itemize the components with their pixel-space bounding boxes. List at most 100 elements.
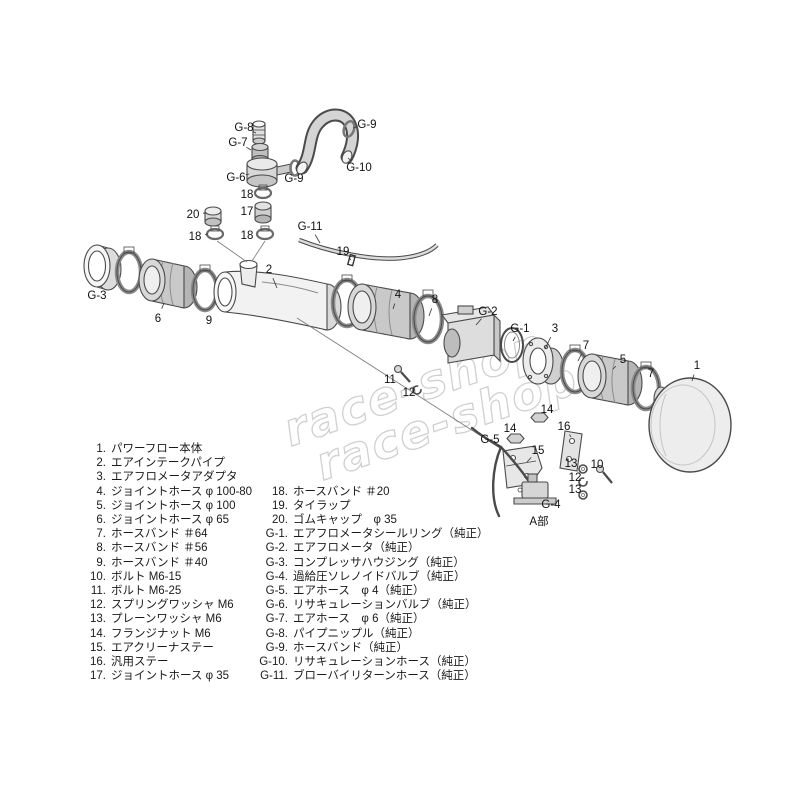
part-number: 4. — [96, 485, 106, 498]
part-name: フランジナット M6 — [111, 627, 211, 640]
leader-line — [349, 258, 352, 261]
leader-line — [245, 173, 250, 176]
callout-label: 18 — [189, 231, 202, 243]
part-12-spring-washer — [578, 477, 588, 487]
callout-label: 4 — [395, 289, 402, 301]
callout-leader-lines — [161, 126, 695, 463]
part-name: エアフロメータ（純正） — [293, 542, 420, 555]
part-1-power-flow-filter — [648, 377, 732, 473]
parts-list-row: 12. スプリングワッシャ M6 G-6. リサキュレーションバルブ（純正） — [80, 598, 489, 612]
part-number — [252, 456, 288, 470]
part-name: ホースバンド ＃64 — [111, 528, 208, 541]
callout-label: 1 — [694, 360, 700, 372]
part-17-joint-hose — [254, 201, 272, 224]
parts-list-row: 4. ジョイントホース φ 100-80 18. ホースバンド ＃20 — [80, 485, 489, 499]
leader-line — [577, 353, 582, 362]
part-name: コンプレッサハウジング（純正） — [293, 556, 465, 569]
part-11-bolt — [393, 364, 411, 383]
part-name: ジョイントホース φ 100-80 — [111, 485, 253, 498]
callout-label: G-7 — [228, 137, 247, 149]
part-number: 12. — [90, 599, 106, 612]
part-number: 14. — [90, 627, 106, 640]
parts-list-row: 7. ホースバンド ＃64 G-1. エアフロメータシールリング（純正） — [80, 527, 489, 541]
part-2-intake-pipe — [213, 259, 342, 331]
part-18-hose-band — [255, 225, 275, 241]
part-13-plain-washer — [578, 464, 588, 474]
part-5-joint-hose — [577, 353, 643, 406]
leader-line — [497, 444, 501, 448]
part-g8-pipe-nipple — [252, 120, 266, 145]
leader-line — [314, 234, 321, 244]
part-name: タイラップ — [293, 499, 351, 512]
part-name: プレーンワッシャ M6 — [111, 613, 222, 626]
leader-line — [246, 146, 252, 151]
part-g3-compressor-housing — [83, 244, 122, 291]
part-number: G-9. — [265, 641, 288, 654]
callout-label: 10 — [591, 459, 604, 471]
part-number: G-8. — [265, 627, 288, 640]
callout-label: 15 — [532, 445, 545, 457]
callout-label: 13 — [569, 484, 582, 496]
part-name: スプリングワッシャ M6 — [111, 599, 234, 612]
leader-line — [475, 318, 482, 326]
callout-label: 16 — [558, 421, 571, 433]
assembly-leader-lines — [216, 240, 507, 453]
part-number: 16. — [90, 656, 106, 669]
part-number: G-2. — [265, 542, 288, 555]
callout-label: 20 — [187, 209, 200, 221]
leader-line — [526, 457, 532, 463]
part-number: 3. — [96, 471, 106, 484]
part-number: 18. — [272, 485, 288, 498]
leader-line — [612, 365, 617, 370]
parts-list-row: 3. エアフロメータアダプタ — [80, 470, 489, 484]
parts-list-row: 8. ホースバンド ＃56 G-2. エアフロメータ（純正） — [80, 541, 489, 555]
callout-label: 7 — [648, 368, 654, 380]
part-name: エアフロメータアダプタ — [111, 471, 238, 484]
part-number: G-5. — [265, 585, 288, 598]
part-number: 6. — [96, 514, 106, 527]
part-name: ホースバンド ＃20 — [293, 485, 390, 498]
leader-line — [428, 308, 433, 317]
part-13-plain-washer — [578, 490, 588, 500]
part-name: パワーフロー本体 — [111, 443, 203, 455]
callout-label: 12 — [569, 472, 582, 484]
leader-line — [352, 126, 358, 129]
callout-label: 12 — [403, 387, 416, 399]
part-number: 8. — [96, 542, 106, 555]
part-number: 19. — [272, 499, 288, 512]
part-number: 11. — [90, 585, 106, 598]
part-name: エアホース φ 6（純正） — [293, 613, 425, 626]
leader-line — [272, 278, 278, 289]
part-name: ボルト M6-25 — [111, 585, 182, 598]
leader-line — [392, 303, 396, 310]
part-number: 7. — [96, 528, 106, 541]
callout-label: G-9 — [284, 173, 303, 185]
callout-label: 14 — [541, 404, 554, 416]
callout-label: 11 — [384, 374, 396, 386]
part-number: G-6. — [265, 599, 288, 612]
callout-label: G-5 — [480, 434, 499, 446]
part-12-spring-washer — [412, 385, 422, 395]
callout-label: 6 — [155, 313, 161, 325]
part-number: G-1. — [265, 528, 288, 541]
part-name: 過給圧ソレノイドバルブ（純正） — [293, 570, 466, 583]
part-name: 汎用ステー — [111, 656, 169, 669]
part-g2-airflow-meter — [441, 305, 501, 364]
callout-label: A部 — [529, 514, 548, 528]
callout-label: G-6 — [226, 172, 245, 184]
part-number — [252, 470, 288, 484]
part-name: リサキュレーションバルブ（純正） — [293, 599, 477, 612]
part-name: エアフロメータシールリング（純正） — [293, 528, 489, 541]
leader-line — [512, 336, 516, 342]
callout-label: G-8 — [234, 122, 253, 134]
part-name: ジョイントホース φ 65 — [111, 514, 230, 527]
callout-label: G-11 — [298, 221, 323, 233]
part-number: 5. — [96, 499, 106, 512]
part-name: ホースバンド ＃56 — [111, 542, 208, 555]
part-number: 1. — [96, 443, 106, 455]
callout-label: 9 — [206, 315, 212, 327]
leader-line — [347, 157, 352, 162]
